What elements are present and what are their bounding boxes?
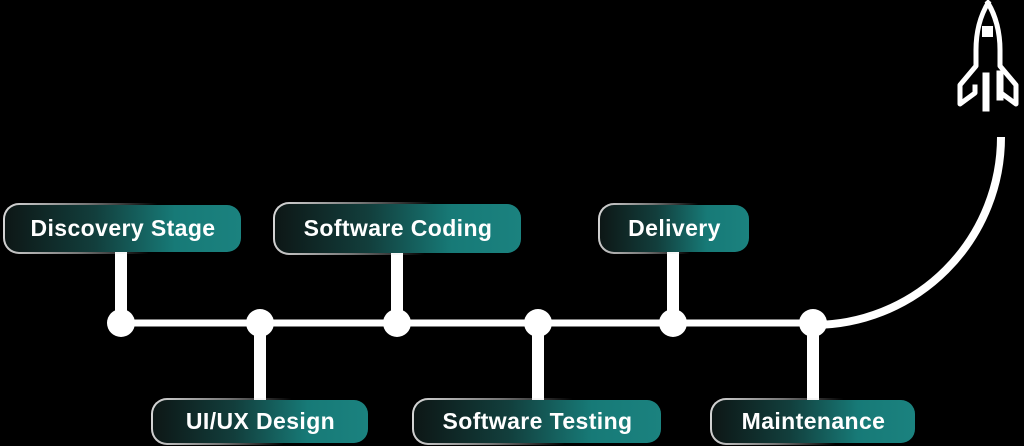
stage-label-discovery: Discovery Stage [30,215,216,241]
stage-label-uiux-design: UI/UX Design [185,408,336,434]
stage-label-software-coding: Software Coding [303,215,493,241]
stage-pill-bg: Software Testing [414,400,661,443]
rocket-window [982,26,993,37]
timeline-node-2 [246,309,274,337]
stage-pill-uiux-design: UI/UX Design [151,398,370,445]
stage-pill-bg: Software Coding [275,204,521,253]
stage-pill-bg: UI/UX Design [153,400,368,443]
timeline-node-5 [659,309,687,337]
stage-pill-software-coding: Software Coding [273,202,523,255]
timeline-node-3 [383,309,411,337]
stage-pill-maintenance: Maintenance [710,398,917,445]
rocket-icon [957,0,1019,112]
stage-pill-bg: Discovery Stage [5,205,241,252]
stage-label-delivery: Delivery [628,215,721,241]
stage-pill-software-testing: Software Testing [412,398,663,445]
stage-pill-discovery: Discovery Stage [3,203,243,254]
stage-label-software-testing: Software Testing [442,408,633,434]
timeline-node-1 [107,309,135,337]
timeline-node-6 [799,309,827,337]
stage-label-maintenance: Maintenance [741,408,886,434]
rocket-trail-curve [812,136,1005,329]
timeline-nodes [107,309,827,337]
timeline-node-4 [524,309,552,337]
stage-pill-bg: Delivery [600,205,749,252]
stage-pill-bg: Maintenance [712,400,915,443]
stage-pill-delivery: Delivery [598,203,751,254]
